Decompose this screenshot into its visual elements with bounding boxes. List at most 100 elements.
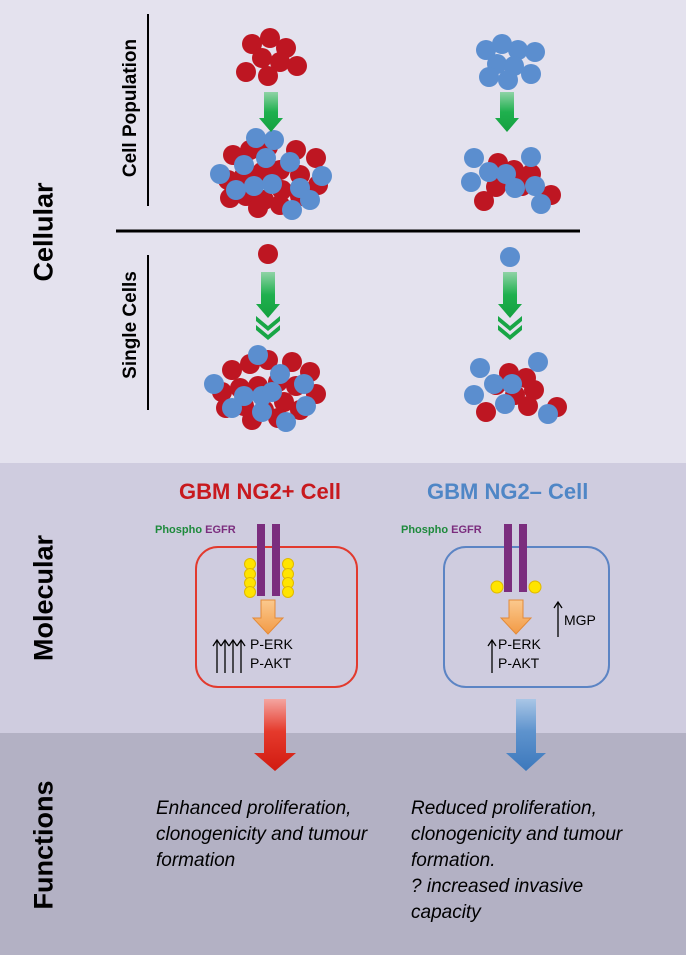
ng2-negative-title: GBM NG2– Cell [427,479,589,504]
blue-cell [479,162,499,182]
functions-text-left: Enhanced proliferation, clonogenicity an… [156,796,367,874]
blue-cell [521,147,541,167]
red-cell [518,396,538,416]
blue-cell [531,194,551,214]
up-arrow [212,638,222,673]
section-label-functions: Functions [28,780,59,910]
ng2-positive-title: GBM NG2+ Cell [179,479,341,504]
function-line: clonogenicity and tumour [411,824,623,845]
green-arrow-head [259,92,283,132]
blue-cell [505,178,525,198]
phospho-dots-left [244,558,294,598]
up-arrow [220,638,230,673]
phospho-dots-right [490,580,542,594]
up-arrow [236,638,246,673]
blue-cell [525,42,545,62]
blue-cell [492,34,512,54]
blue-cell [528,352,548,372]
blue-cell [248,345,268,365]
blue-cell [508,40,528,60]
outcome-arrow-blue [506,699,546,771]
red-cell [260,28,280,48]
blue-cell [270,364,290,384]
function-line: formation [156,850,236,871]
red-cell [306,148,326,168]
up-arrow-right [487,638,497,673]
green-arrow-chevron [256,316,280,331]
red-cell [248,198,268,218]
function-line: capacity [411,902,481,923]
blue-cell [294,374,314,394]
blue-cell [264,130,284,150]
blue-cell [479,67,499,87]
red-cell [270,52,290,72]
green-arrows [256,92,522,340]
blue-cell [280,152,300,172]
blue-cell [282,200,302,220]
egfr-text: EGFR [451,524,482,536]
function-line: formation. [411,850,496,871]
blue-cell [461,172,481,192]
green-arrow [259,92,283,132]
functions-panel [0,733,686,955]
single-cells-label: Single Cells [120,271,141,379]
green-arrow-head [256,272,280,318]
red-cell [476,402,496,422]
function-line: ? increased invasive [411,876,584,897]
blue-cell [204,374,224,394]
blue-cell [464,385,484,405]
signal-arrow-right [499,599,533,635]
red-cell [258,66,278,86]
phospho-dot [282,558,294,570]
green-arrow [498,272,522,340]
blue-cell [525,176,545,196]
blue-cell [276,412,296,432]
single-blue-cell [500,247,520,267]
blue-cell [498,70,518,90]
cell-population-label: Cell Population [120,38,141,178]
phospho-dot [282,586,294,598]
blue-cell [495,394,515,414]
phospho-text: Phospho [401,524,449,536]
phospho-dot [244,586,256,598]
blue-cell [210,164,230,184]
red-cell [222,360,242,380]
pakt-label-right: P-AKT [498,655,540,671]
single-red-cell [258,244,278,264]
blue-cell [296,396,316,416]
blue-cell [246,128,266,148]
phospho-egfr-label-right: Phospho EGFR [401,524,482,536]
blue-cell [252,402,272,422]
blue-cell [244,176,264,196]
green-arrow-chevron [256,325,280,340]
red-cell [287,56,307,76]
blue-cell [222,398,242,418]
blue-cell [538,404,558,424]
up-arrow-mgp [553,600,563,637]
up-arrow [228,638,238,673]
phospho-text: Phospho [155,524,203,536]
phospho-egfr-label-left: Phospho EGFR [155,524,236,536]
function-line: Reduced proliferation, [411,798,597,819]
section-label-cellular: Cellular [28,182,59,282]
cell-groups [204,28,567,432]
blue-cell [502,374,522,394]
up-arrows-left [212,638,246,673]
signal-arrow-left [251,599,285,635]
red-cell [474,191,494,211]
function-line: Enhanced proliferation, [156,798,352,819]
function-line: clonogenicity and tumour [156,824,368,845]
green-arrow [495,92,519,132]
blue-cell [312,166,332,186]
blue-cell [476,40,496,60]
green-arrow-head [498,272,522,318]
perk-label-right: P-ERK [498,636,541,652]
red-cell [242,34,262,54]
egfr-receptor-right [504,524,527,592]
red-cell [236,62,256,82]
green-arrow-chevron [498,325,522,340]
green-arrow-head [495,92,519,132]
pakt-label-left: P-AKT [250,655,292,671]
